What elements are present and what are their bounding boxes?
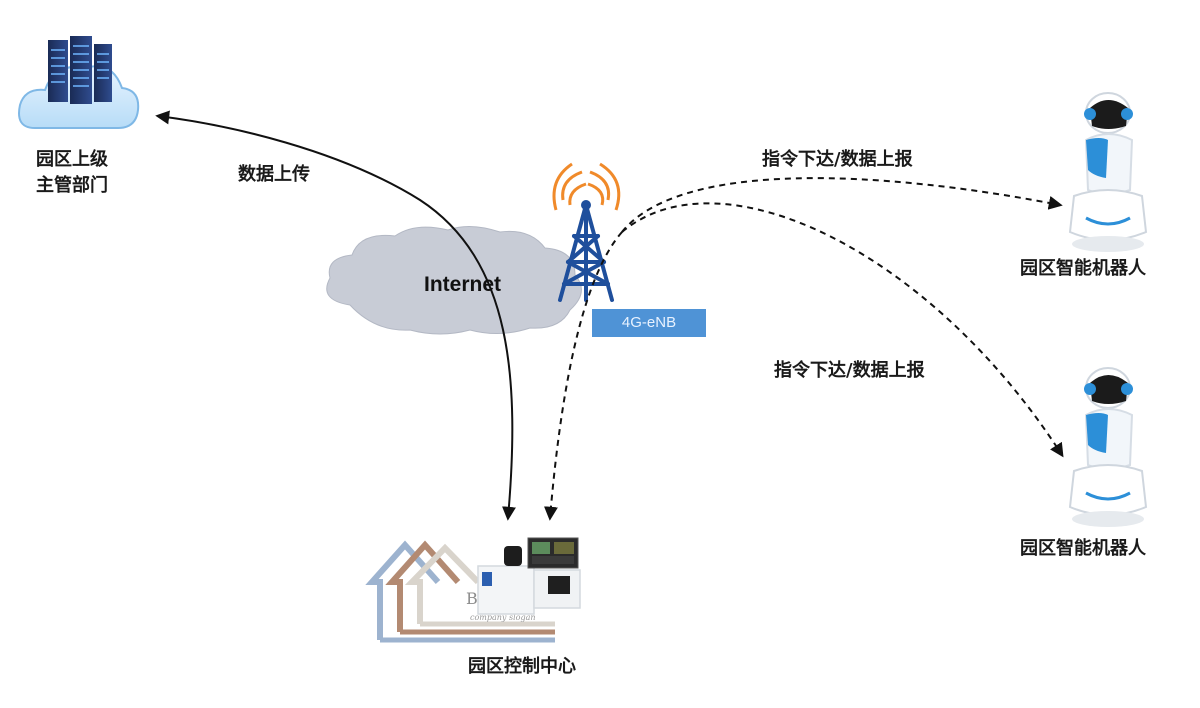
upload-label: 数据上传 bbox=[238, 164, 310, 185]
upload-arrow bbox=[155, 110, 516, 521]
authority-label-line2: 主管部门 bbox=[36, 175, 108, 196]
robot-bottom-icon bbox=[1018, 358, 1188, 528]
authority-label-line1: 园区上级 bbox=[36, 149, 108, 170]
internet-label: Internet bbox=[424, 273, 502, 296]
server-cloud-icon bbox=[18, 36, 140, 129]
control-desk-icon bbox=[477, 537, 581, 615]
base-station-tower-icon bbox=[552, 162, 621, 302]
robot-bottom-label: 园区智能机器人 bbox=[1020, 538, 1146, 559]
logo-slogan: company slogan bbox=[470, 613, 536, 622]
tower-to-robot-bottom-arrow bbox=[621, 202, 1064, 458]
enb-label: 4G-eNB bbox=[592, 309, 706, 337]
robot-top-label: 园区智能机器人 bbox=[1020, 258, 1146, 279]
robot-top-icon bbox=[1018, 88, 1188, 258]
control-center-label: 园区控制中心 bbox=[468, 656, 576, 677]
company-logo-icon: B company slogan bbox=[365, 540, 555, 643]
robot-top-link-label: 指令下达/数据上报 bbox=[762, 149, 913, 170]
tower-to-robot-top-arrow bbox=[621, 177, 1063, 233]
logo-letter: B bbox=[466, 589, 478, 608]
robot-bottom-link-label: 指令下达/数据上报 bbox=[774, 360, 925, 381]
tower-to-control-arrow bbox=[543, 231, 623, 521]
